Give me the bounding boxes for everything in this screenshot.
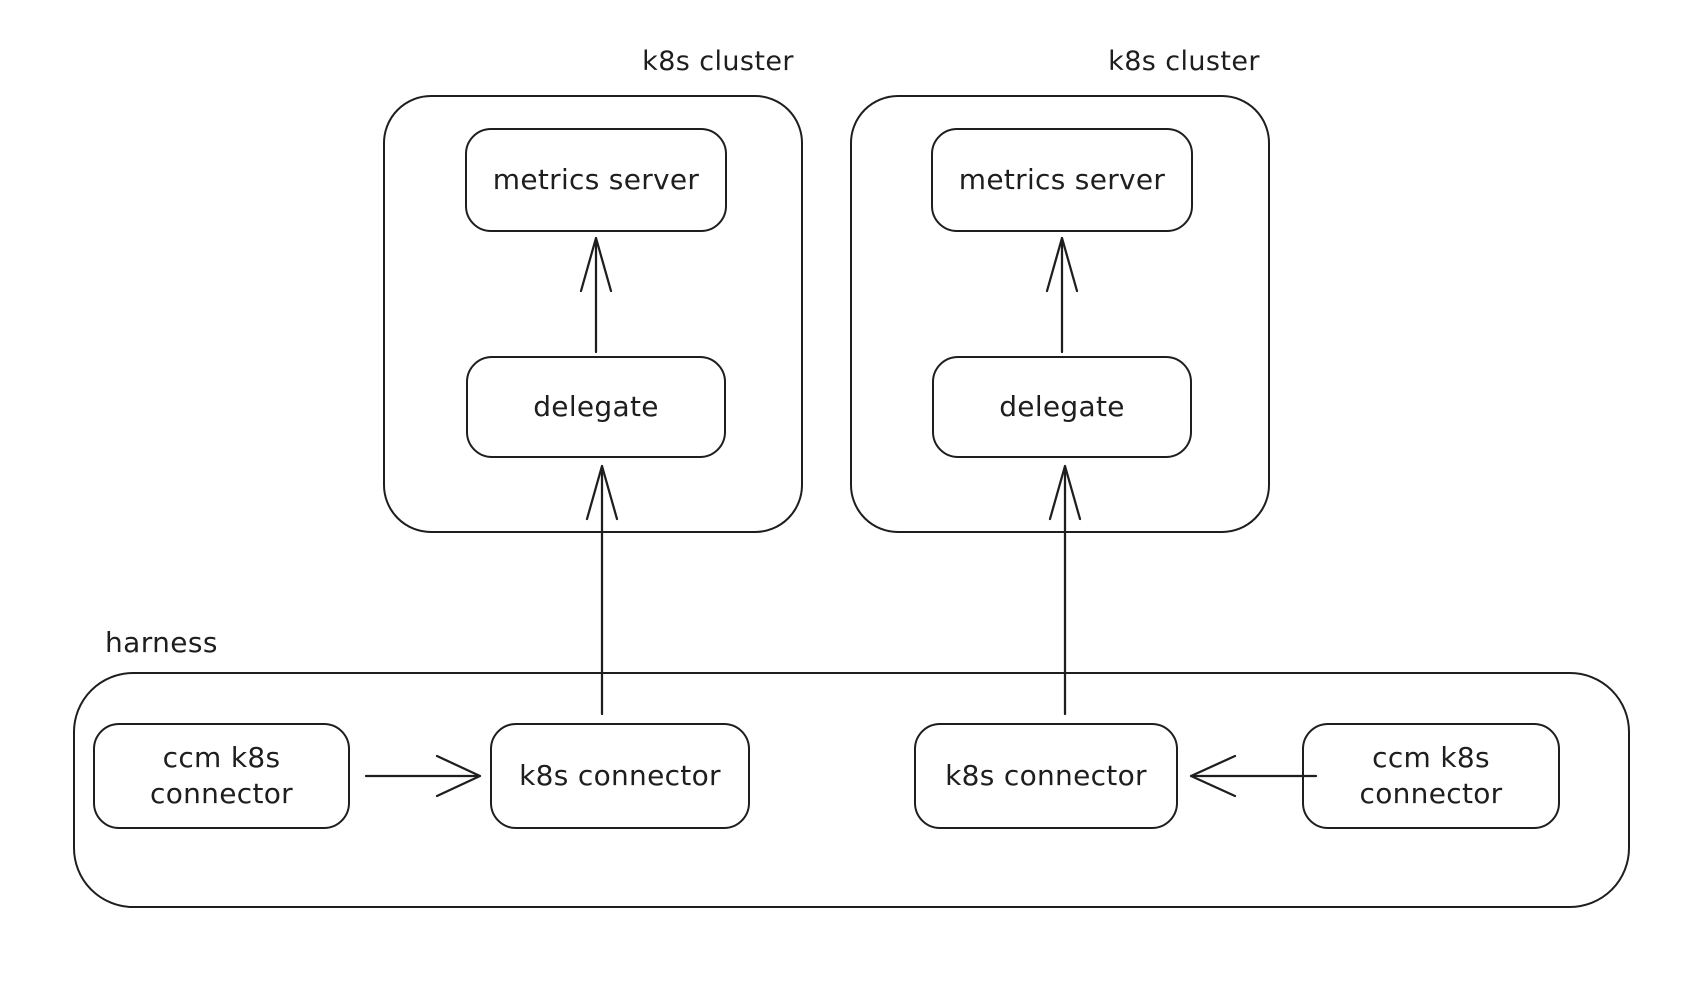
delegate-left-label: delegate bbox=[533, 390, 659, 423]
node-metrics-server-right[interactable]: metrics server bbox=[931, 128, 1193, 232]
ccm-k8s-connector-left-label: ccm k8s connector bbox=[150, 741, 293, 810]
delegate-right-label: delegate bbox=[999, 390, 1125, 423]
node-k8s-connector-left[interactable]: k8s connector bbox=[490, 723, 750, 829]
ccm-k8s-connector-right-label: ccm k8s connector bbox=[1359, 741, 1503, 810]
metrics-server-left-label: metrics server bbox=[492, 163, 700, 196]
node-delegate-left[interactable]: delegate bbox=[466, 356, 726, 458]
k8s-connector-left-label: k8s connector bbox=[519, 759, 721, 792]
harness-label: harness bbox=[105, 626, 218, 659]
cluster-label-left: k8s cluster bbox=[642, 46, 794, 77]
node-ccm-k8s-connector-left[interactable]: ccm k8s connector bbox=[93, 723, 350, 829]
k8s-connector-right-label: k8s connector bbox=[945, 759, 1147, 792]
node-ccm-k8s-connector-right[interactable]: ccm k8s connector bbox=[1302, 723, 1560, 829]
node-k8s-connector-right[interactable]: k8s connector bbox=[914, 723, 1178, 829]
cluster-label-right: k8s cluster bbox=[1108, 46, 1260, 77]
node-delegate-right[interactable]: delegate bbox=[932, 356, 1192, 458]
metrics-server-right-label: metrics server bbox=[958, 163, 1166, 196]
node-metrics-server-left[interactable]: metrics server bbox=[465, 128, 727, 232]
